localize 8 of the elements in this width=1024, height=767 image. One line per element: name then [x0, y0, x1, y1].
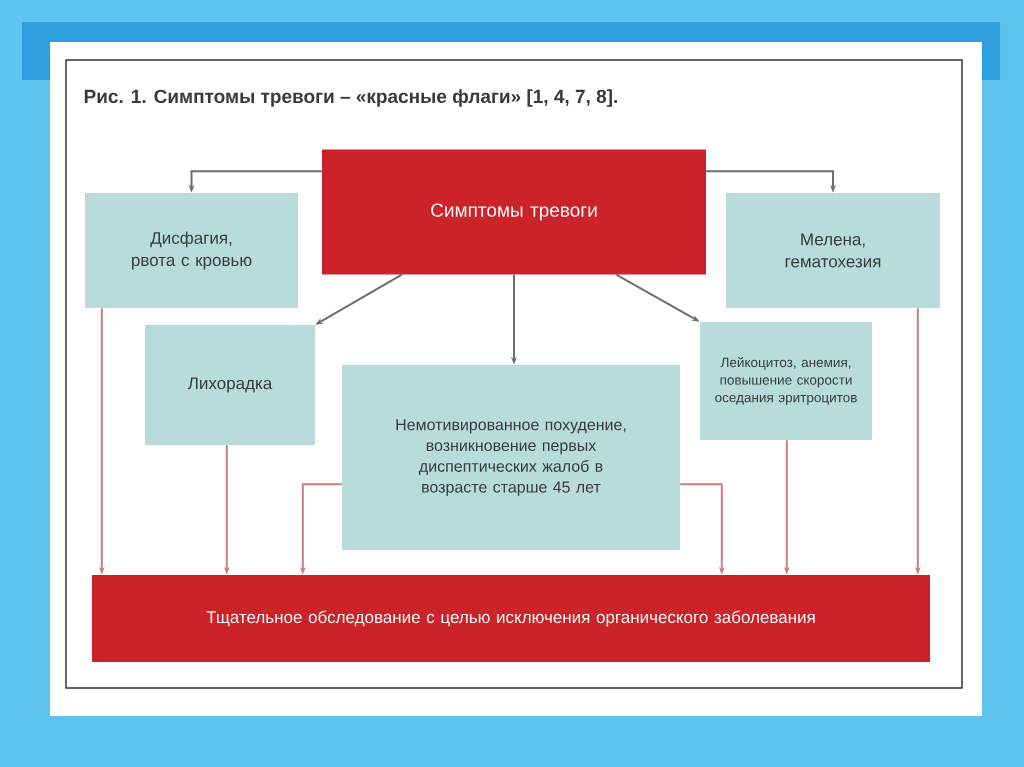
banner-box: Тщательное обследование с целью исключения органического заболевания: [92, 575, 930, 662]
banner-box: Симптомы тревоги: [322, 149, 706, 275]
symptom-box: Мелена, гематохезия: [726, 193, 940, 308]
symptom-box: Лейкоцитоз, анемия, повышение скорости оседания эритроцитов: [700, 322, 872, 440]
symptom-box: Лихорадка: [145, 325, 315, 445]
figure-title: Рис. 1. Симптомы тревоги – «красные флаги» [1, 4, 7, 8].: [84, 89, 617, 107]
symptom-box: Дисфагия, рвота с кровью: [85, 193, 298, 308]
symptom-box: Немотивированное похудение, возникновение первых диспептических жалоб в возрасте старше 45 лет: [342, 365, 680, 550]
